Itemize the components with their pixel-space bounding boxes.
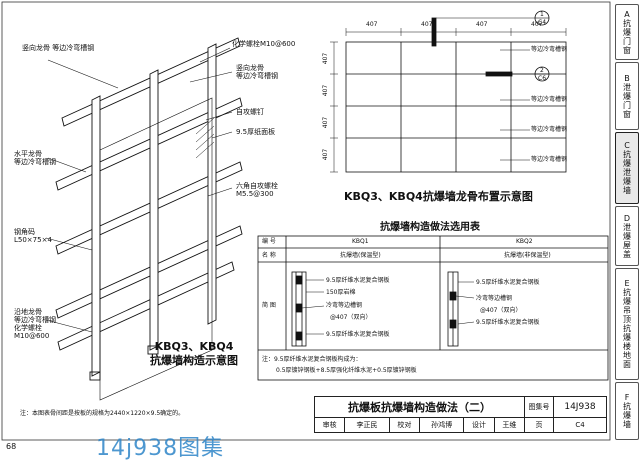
table-title: 抗爆墙构造做法选用表 [380, 222, 480, 233]
side-tab-c-text: 抗爆泄爆墙 [623, 150, 631, 195]
grid-label-4: 等边冷弯槽钢 [531, 156, 568, 163]
dim-top-3: 407 [476, 21, 488, 28]
atlas-label: 图集号 [524, 396, 554, 418]
side-tab-c-letter: C [624, 141, 630, 150]
dim-top-4: 407 [531, 21, 543, 28]
callout-2-ref: C6 [538, 75, 547, 82]
dim-left-4: 407 [322, 148, 330, 161]
check-label: 校对 [388, 417, 420, 433]
right-diagram-caption: KBQ3、KBQ4抗爆墙龙骨布置示意图 [344, 190, 533, 203]
side-tab-d[interactable]: D 泄爆屋盖 [615, 206, 639, 266]
callout-2-marker [485, 71, 513, 77]
table-row-name-label: 名 称 [262, 252, 276, 259]
label-top-stud: 竖向龙骨 等边冷弯槽钢 [22, 44, 95, 52]
table-col1-name: 抗爆墙(保温型) [340, 252, 381, 259]
reviewer-name: 李正民 [344, 417, 390, 433]
table-note-line-2: 0.5厚镀锌钢板+8.5厚强化纤维水泥+0.5厚镀锌钢板 [276, 367, 417, 374]
side-tab-d-text: 泄爆屋盖 [623, 222, 631, 259]
table-note-line-1: 注：9.5厚纤维水泥复合钢板构成为： [262, 356, 362, 363]
angle-bracket-a [89, 371, 101, 381]
label-self-screw: 自攻螺钉 [236, 108, 264, 116]
side-tab-e-text: 抗爆吊顶抗爆楼地面 [623, 288, 631, 369]
page-label: 页 [524, 417, 554, 433]
cutaway-hatch [195, 117, 215, 159]
table-col2-item-1: 9.5厚纤维水泥复合钢板 [476, 279, 540, 286]
side-tab-d-letter: D [623, 213, 631, 223]
board-panel [99, 97, 213, 401]
table-col2-item-4: 9.5厚纤维水泥复合钢板 [476, 319, 540, 326]
table-row-code-label: 编 号 [262, 238, 276, 245]
table-col2-code: KBQ2 [516, 238, 533, 245]
page-code: C4 [553, 417, 607, 433]
drawing-title: 抗爆板抗爆墙构造做法（二） [314, 396, 525, 418]
angle-bracket-b [147, 345, 159, 355]
side-tab-b-text: 泄爆门窗 [623, 82, 631, 119]
designer-name: 王维 [493, 417, 526, 433]
table-col2-name: 抗爆墙(非保温型) [504, 252, 551, 259]
dim-left-2: 407 [322, 84, 330, 97]
dim-top-1: 407 [366, 21, 378, 28]
side-tab-b-letter: B [624, 73, 630, 83]
table-row-diagram-label: 简 图 [262, 302, 276, 309]
leader-lines [45, 47, 233, 333]
callout-1-num: 1 [540, 11, 544, 18]
isometric-wall-diagram [45, 37, 243, 401]
dim-left-1: 407 [322, 52, 330, 65]
grid-label-2: 等边冷弯槽钢 [531, 96, 568, 103]
side-tab-a-text: 抗爆门窗 [623, 18, 631, 55]
label-cement-board: 9.5厚纸面板 [236, 128, 276, 136]
side-tab-strip: A 抗爆门窗 B 泄爆门窗 C 抗爆泄爆墙 D 泄爆屋盖 E 抗爆吊顶抗爆楼地面… [614, 0, 640, 456]
grid-label-3: 等边冷弯槽钢 [531, 126, 568, 133]
callout-1-marker [431, 17, 437, 47]
label-hex-bolt: 六角自攻螺栓 M5.5@300 [236, 182, 278, 198]
side-tab-a-letter: A [624, 9, 630, 19]
page-number: 68 [6, 442, 17, 451]
page-frame [1, 1, 611, 441]
review-label: 审核 [313, 417, 346, 433]
side-tab-a[interactable]: A 抗爆门窗 [615, 4, 639, 60]
grid-label-1: 等边冷弯槽钢 [531, 46, 568, 53]
callout-2-num: 2 [540, 67, 544, 74]
side-tab-f-letter: F [624, 393, 630, 402]
left-diagram-caption: KBQ3、KBQ4 抗爆墙构造示意图 [150, 340, 238, 367]
title-block: 抗爆板抗爆墙构造做法（二） 图集号 14J938 审核 李正民 校对 孙鸿博 设… [313, 396, 607, 433]
side-tab-f[interactable]: F 抗爆墙 [615, 382, 639, 440]
side-tab-e-letter: E [624, 279, 630, 288]
design-label: 设计 [463, 417, 495, 433]
side-tab-f-text: 抗爆墙 [623, 402, 631, 429]
table-col1-item-3: 冷弯等边槽钢 [326, 302, 363, 309]
atlas-number: 14J938 [553, 396, 607, 418]
table-col1-item-4: @407（双向） [330, 314, 372, 321]
dim-top-2: 407 [421, 21, 433, 28]
table-col2-item-2: 冷弯等边槽钢 [476, 295, 513, 302]
selection-table [257, 235, 609, 381]
page-note: 注：本图表骨间距是按板的规格为2440×1220×9.5确定的。 [20, 410, 185, 417]
horizontal-keels [55, 37, 243, 351]
table-col1-item-5: 9.5厚纤维水泥复合钢板 [326, 331, 390, 338]
watermark-text: 14j938图集 [96, 436, 225, 461]
callout-1-ref: C4 [538, 19, 547, 26]
label-angle-steel: 钢角码 L50×75×4 [14, 228, 52, 244]
keel-layout-grid [330, 10, 567, 173]
side-tab-b[interactable]: B 泄爆门窗 [615, 62, 639, 130]
side-tab-e[interactable]: E 抗爆吊顶抗爆楼地面 [615, 268, 639, 380]
label-vert-keel: 竖向龙骨 等边冷弯槽钢 [236, 64, 278, 80]
table-col1-item-2: 150厚岩棉 [326, 289, 356, 296]
checker-name: 孙鸿博 [418, 417, 465, 433]
side-tab-c[interactable]: C 抗爆泄爆墙 [615, 132, 639, 204]
table-col2-item-3: @407（双向） [480, 307, 522, 314]
dim-left-3: 407 [322, 116, 330, 129]
table-col1-item-1: 9.5厚纤维水泥复合钢板 [326, 277, 390, 284]
label-horiz-keel-bottom: 沿地龙骨 等边冷弯槽钢 化学螺栓 M10@600 [14, 308, 56, 340]
label-horiz-keel: 水平龙骨 等边冷弯槽钢 [14, 150, 56, 166]
label-chem-bolt-top: 化学螺栓M10@600 [232, 40, 296, 48]
table-col1-code: KBQ1 [352, 238, 369, 245]
